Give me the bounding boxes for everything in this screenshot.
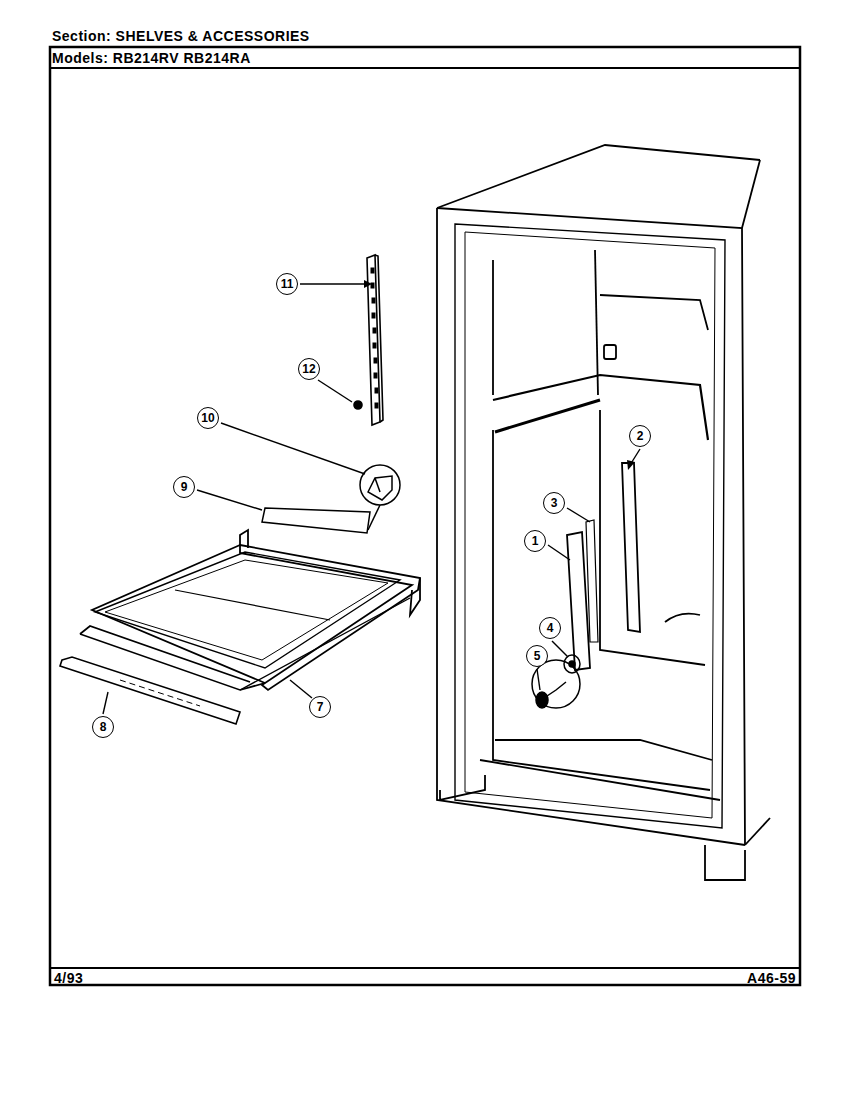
callout-number: 4: [539, 617, 561, 639]
callout-number: 2: [629, 425, 651, 447]
callout-number: 12: [298, 358, 320, 380]
date-code: 4/93: [54, 970, 83, 986]
section-title: Section: SHELVES & ACCESSORIES: [52, 28, 310, 44]
callout-number: 9: [173, 476, 195, 498]
callout-number: 11: [276, 273, 298, 295]
model-list: Models: RB214RV RB214RA: [52, 50, 251, 66]
callout-number: 10: [197, 407, 219, 429]
callout-number: 7: [309, 696, 331, 718]
callout-number: 5: [526, 645, 548, 667]
page-code: A46-59: [747, 970, 796, 986]
callout-number: 8: [92, 716, 114, 738]
callout-number: 3: [543, 492, 565, 514]
callout-number: 1: [524, 530, 546, 552]
